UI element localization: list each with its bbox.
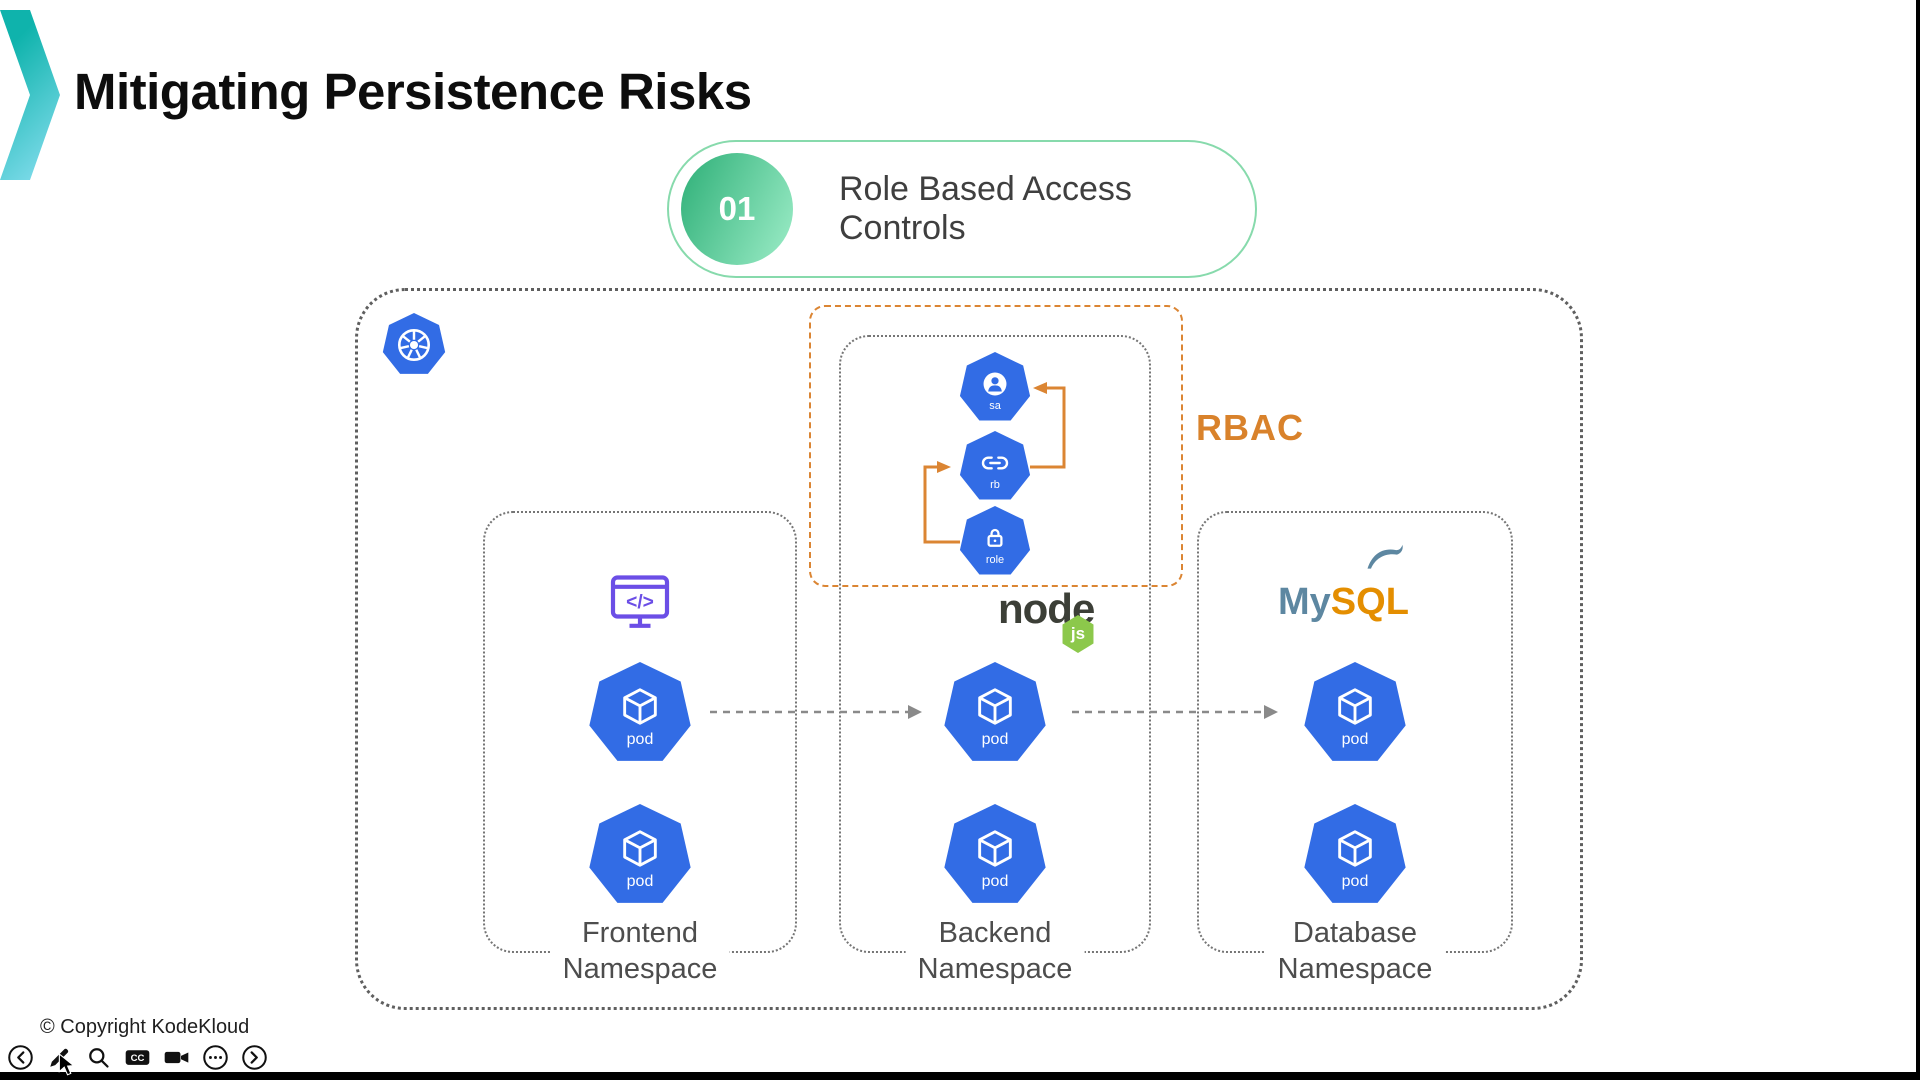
webcam-button[interactable]: [163, 1044, 190, 1071]
backend-namespace-label-line2: Namespace: [917, 953, 1073, 985]
link-icon: [981, 455, 1009, 470]
next-slide-button[interactable]: [241, 1044, 268, 1071]
database-namespace-box: Database Namespace: [1197, 511, 1513, 989]
database-pod-icon-2: pod: [1304, 804, 1406, 903]
svg-text:</>: </>: [626, 592, 654, 613]
pod-label: pod: [981, 873, 1009, 890]
pointer-icon: [58, 1052, 75, 1076]
pod-label: pod: [1341, 731, 1369, 748]
rbac-boundary-box: [809, 305, 1183, 587]
pod-label: pod: [626, 731, 654, 748]
backend-pod-icon-2: pod: [944, 804, 1046, 903]
frontend-namespace-label-line1: Frontend: [581, 917, 699, 949]
mysql-my-text: My: [1278, 581, 1331, 623]
letterbox-bottom-bar: [0, 1072, 1920, 1080]
next-circle-icon: [242, 1045, 267, 1070]
frontend-pod-icon-2: pod: [589, 804, 691, 903]
code-monitor-icon: </>: [610, 575, 670, 628]
topic-label: Role Based Access Controls: [839, 170, 1132, 247]
title-chevron-decoration: [0, 10, 60, 180]
rbac-label: RBAC: [1196, 407, 1304, 448]
zoom-search-button[interactable]: [85, 1044, 112, 1071]
previous-circle-icon: [8, 1045, 33, 1070]
nodejs-hexagon-icon: js: [1062, 615, 1094, 653]
frontend-app-icon: </>: [604, 567, 676, 639]
service-account-text: sa: [989, 399, 1001, 412]
copyright-text: © Copyright KodeKloud: [40, 1016, 250, 1038]
backend-namespace-label-line1: Backend: [938, 917, 1052, 949]
closed-captions-button[interactable]: CC: [124, 1044, 151, 1071]
pod-label: pod: [626, 873, 654, 890]
role-text: role: [985, 553, 1005, 566]
kubernetes-logo: [382, 313, 446, 374]
role-binding-text: rb: [990, 478, 1000, 491]
cube-icon: [978, 688, 1012, 725]
mysql-sql-text: SQL: [1330, 581, 1409, 623]
camera-icon: [164, 1051, 189, 1064]
cube-icon: [1338, 830, 1372, 867]
mysql-dolphin-icon: [1367, 544, 1403, 569]
frontend-pod-icon-1: pod: [589, 662, 691, 761]
backend-pod-icon-1: pod: [944, 662, 1046, 761]
database-namespace-label-line2: Namespace: [1277, 953, 1433, 985]
cube-icon: [978, 830, 1012, 867]
mouse-cursor: [56, 1052, 78, 1082]
role-binding-icon: rb: [959, 431, 1031, 500]
database-namespace-label-line1: Database: [1292, 917, 1418, 949]
cube-icon: [1338, 688, 1372, 725]
slide-title: Mitigating Persistence Risks: [74, 63, 752, 120]
nodejs-logo: node js: [998, 585, 1158, 655]
lock-icon: [987, 528, 1003, 547]
person-icon: [983, 372, 1007, 395]
letterbox-right-bar: [1916, 0, 1920, 1080]
cube-icon: [623, 830, 657, 867]
cc-icon: CC: [125, 1050, 150, 1065]
service-account-icon: sa: [959, 352, 1031, 421]
pod-label: pod: [1341, 873, 1369, 890]
role-icon: role: [959, 506, 1031, 575]
database-namespace-label: Database Namespace: [1265, 913, 1445, 989]
cube-icon: [623, 688, 657, 725]
mysql-logo: MySQL: [1278, 541, 1458, 637]
frontend-namespace-label: Frontend Namespace: [550, 913, 730, 989]
magnifier-icon: [89, 1048, 109, 1068]
nodejs-js-text: js: [1070, 624, 1086, 643]
frontend-namespace-box: Frontend Namespace: [483, 511, 797, 989]
pod-label: pod: [981, 731, 1009, 748]
ellipsis-circle-icon: [203, 1045, 228, 1070]
player-controls-bar: CC: [7, 1044, 268, 1071]
cc-text: CC: [131, 1053, 145, 1064]
kubernetes-wheel-icon: [397, 328, 431, 362]
topic-pill: 01 Role Based Access Controls: [667, 140, 1257, 278]
previous-slide-button[interactable]: [7, 1044, 34, 1071]
database-pod-icon-1: pod: [1304, 662, 1406, 761]
mysql-wordmark: MySQL: [1278, 581, 1409, 624]
kubernetes-cluster-boundary: Frontend Namespace Backend Namespace Dat…: [355, 288, 1583, 1010]
backend-namespace-box: Backend Namespace: [839, 335, 1151, 989]
backend-namespace-label: Backend Namespace: [905, 913, 1085, 989]
topic-number-badge: 01: [681, 153, 793, 265]
more-options-button[interactable]: [202, 1044, 229, 1071]
frontend-namespace-label-line2: Namespace: [562, 953, 718, 985]
